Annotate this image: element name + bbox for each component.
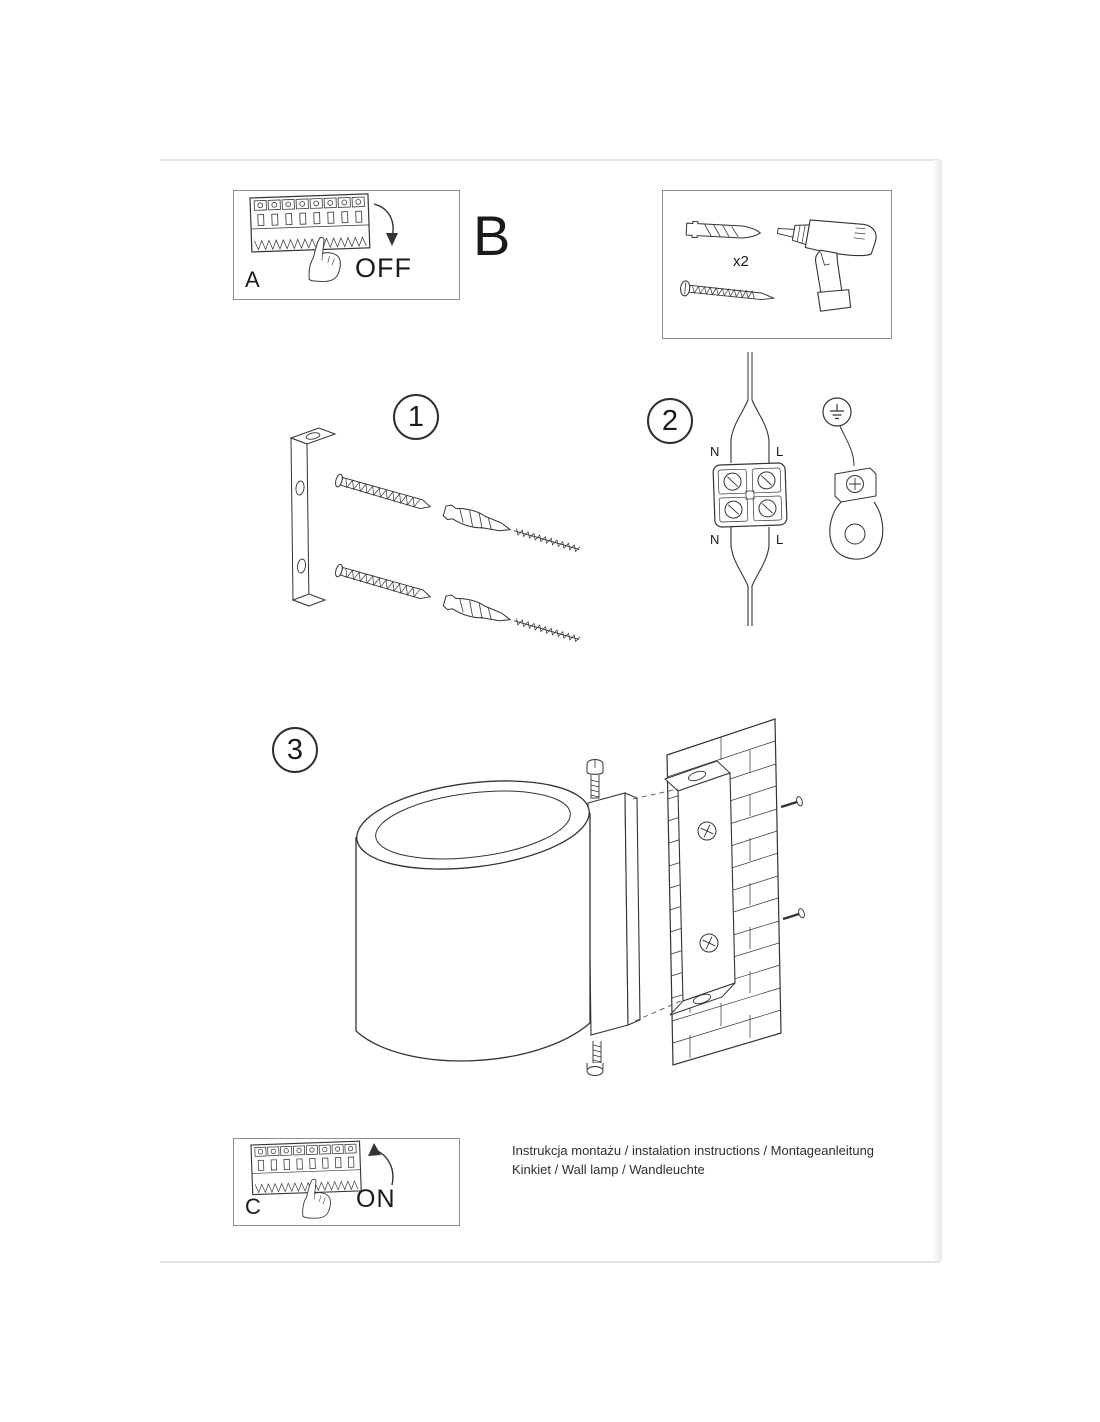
switch-state-off-label: OFF	[355, 253, 412, 283]
lamp-backplate-illustration	[587, 792, 641, 1036]
footer: Instrukcja montażu / instalation instruc…	[512, 1141, 942, 1179]
fixing-screw-top	[586, 759, 604, 799]
breaker-on-illustration	[234, 1139, 394, 1221]
terminal-label-n-top: N	[710, 444, 720, 459]
wall-screws	[780, 796, 805, 921]
terminal-label-l-top: L	[776, 444, 784, 459]
step-3-number-text: 3	[286, 733, 304, 766]
earth-clamp-illustration	[829, 467, 884, 560]
arrow-down-icon	[373, 203, 398, 246]
terminal-label-n-bottom: N	[710, 532, 720, 547]
panel-a: A OFF	[233, 190, 460, 300]
drill-icon	[776, 219, 877, 312]
page-edge-top	[160, 159, 940, 161]
footer-line-1: Instrukcja montażu / instalation instruc…	[512, 1143, 875, 1158]
earth-wire	[839, 425, 855, 467]
tools-panel: x2	[662, 190, 892, 339]
panel-a-label: A	[245, 267, 260, 292]
step-2-number: 2	[647, 398, 693, 444]
wall-plug-icon	[685, 220, 762, 239]
terminal-label-l-bottom: L	[776, 532, 784, 547]
fixing-screw-bottom	[586, 1041, 604, 1076]
earth-symbol-icon	[822, 397, 852, 427]
alignment-dashes	[632, 788, 684, 1022]
breaker-off-illustration	[234, 191, 398, 285]
wall-bracket-illustration	[664, 760, 736, 1016]
anchor-quantity-label: x2	[733, 253, 749, 270]
arrow-up-icon	[368, 1143, 394, 1186]
lamp-cylinder-illustration	[355, 780, 591, 1062]
step-1-number: 1	[393, 394, 439, 440]
mounting-bracket-illustration	[289, 427, 337, 607]
step-1-number-text: 1	[407, 400, 425, 433]
circuit-breaker-icon	[251, 1141, 361, 1194]
screw-and-anchor-bottom	[333, 561, 582, 648]
step-3-illustration	[345, 703, 805, 1095]
step-2-illustration: N L N L	[702, 350, 902, 628]
page-edge-right	[934, 160, 942, 1261]
mains-wires-illustration	[730, 352, 770, 626]
panel-c-label: C	[245, 1194, 261, 1219]
panel-c: C ON	[233, 1138, 460, 1226]
screw-icon	[680, 280, 776, 301]
step-1-illustration	[283, 418, 618, 678]
circuit-breaker-icon	[250, 194, 370, 252]
footer-line-2: Kinkiet / Wall lamp / Wandleuchte	[512, 1162, 705, 1177]
page-edge-bottom	[160, 1261, 940, 1263]
step-2-number-text: 2	[661, 404, 679, 437]
tools-illustration	[680, 219, 877, 312]
switch-state-on-label: ON	[356, 1185, 396, 1213]
screw-and-anchor-top	[333, 471, 582, 558]
step-3-number: 3	[272, 727, 318, 773]
terminal-block-illustration	[712, 462, 788, 528]
tools-panel-letter: B	[473, 204, 511, 267]
